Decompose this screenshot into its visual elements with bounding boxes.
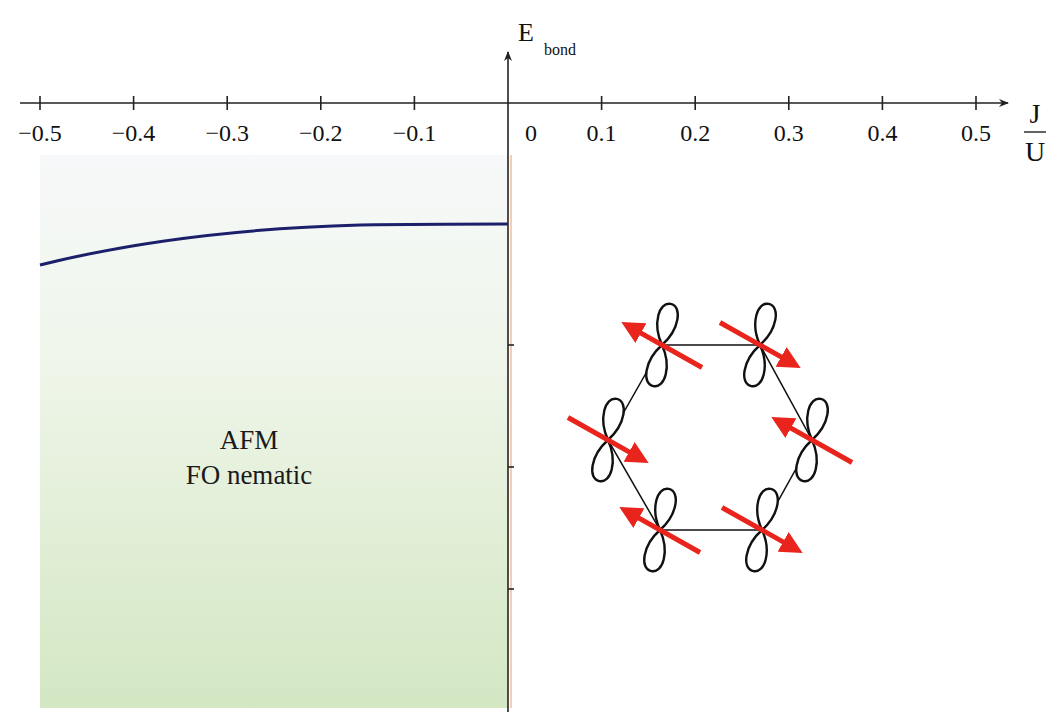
energy-curve xyxy=(40,224,508,265)
tick-label: −0.3 xyxy=(205,121,249,145)
tick-label: −0.5 xyxy=(18,121,62,145)
hexagon xyxy=(608,345,812,530)
tick-label: 0.5 xyxy=(961,121,991,145)
boundary-line xyxy=(510,155,512,708)
tick-label: 0.2 xyxy=(680,121,710,145)
tick-label: −0.1 xyxy=(393,121,437,145)
tick-label: 0.3 xyxy=(774,121,804,145)
phase-label: FO nematic xyxy=(0,458,508,493)
fraction-bar xyxy=(1024,131,1046,132)
orbitals xyxy=(590,302,831,573)
tick-label: −0.2 xyxy=(299,121,343,145)
phase-region: AFMFO nematic xyxy=(40,155,508,708)
axis-title: E xyxy=(518,20,534,46)
y-ticks xyxy=(508,345,514,589)
tick-label: 0.4 xyxy=(867,121,897,145)
phase-label: AFM xyxy=(0,423,508,458)
x-ticks xyxy=(40,96,976,110)
axis-subscript: bond xyxy=(544,42,576,58)
axis-label: J xyxy=(1030,100,1041,128)
x-axis xyxy=(20,102,1008,104)
y-axis xyxy=(507,52,509,712)
axis-label: U xyxy=(1025,138,1045,166)
tick-label: 0.1 xyxy=(587,121,617,145)
tick-label: 0 xyxy=(525,121,537,145)
spin-arrows xyxy=(568,322,852,552)
tick-label: −0.4 xyxy=(112,121,156,145)
